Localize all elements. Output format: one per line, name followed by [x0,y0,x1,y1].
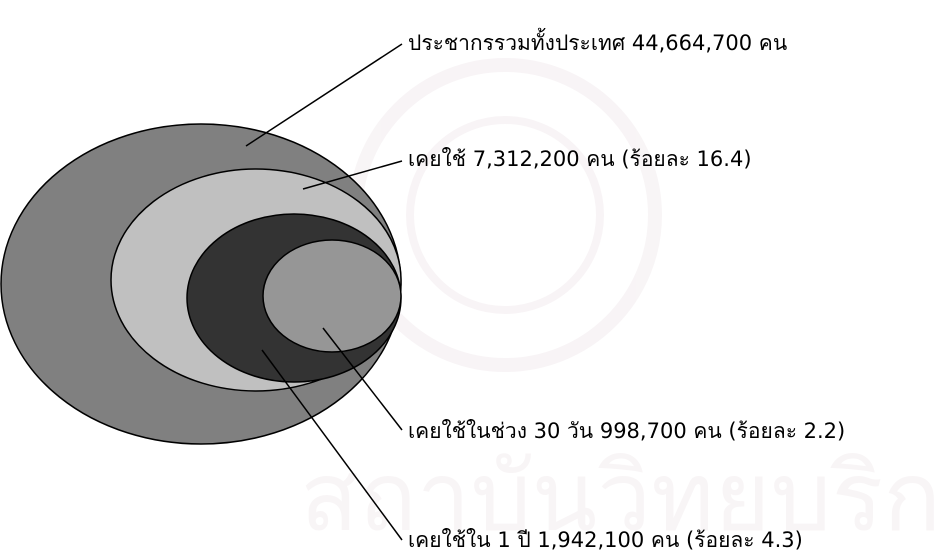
used-30-days-ellipse [262,239,402,353]
leader-line-total [245,43,403,147]
label-total-population: ประชากรรวมทั้งประเทศ 44,664,700 คน [408,31,788,55]
leader-line-30-days [322,327,403,431]
watermark: สถาบันวิทยบริการ [300,58,941,553]
label-ever-used: เคยใช้ 7,312,200 คน (ร้อยละ 16.4) [408,147,752,171]
label-used-1-year: เคยใช้ใน 1 ปี 1,942,100 คน (ร้อยละ 4.3) [408,528,803,552]
leader-line-1-year [261,349,403,541]
label-used-30-days: เคยใช้ในช่วง 30 วัน 998,700 คน (ร้อยละ 2… [408,419,846,443]
watermark-text: สถาบันวิทยบริการ [300,441,941,553]
leader-line-ever-used [302,160,403,190]
